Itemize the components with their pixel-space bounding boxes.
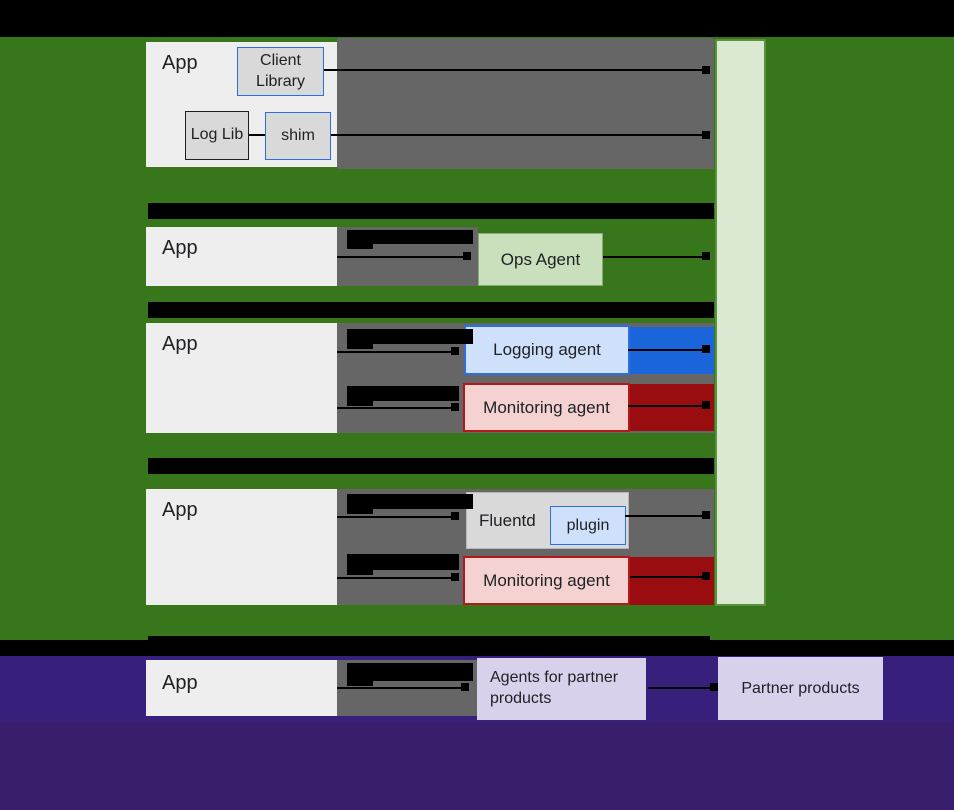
partner-agents-label: Agents for partner products: [490, 669, 619, 707]
arrow-head: [451, 573, 459, 581]
arrow-head: [702, 511, 710, 519]
arrow-head: [451, 403, 459, 411]
arrow-line: [324, 69, 704, 71]
plugin-box: plugin: [550, 506, 626, 545]
arrow-head: [463, 252, 471, 260]
log-lib-label: Log Lib: [190, 126, 244, 144]
edge-label-redacted: [347, 386, 459, 401]
section3-heading-redacted: [148, 302, 714, 318]
arrow-head: [702, 345, 710, 353]
fluentd-box: Fluentd plugin: [466, 492, 629, 549]
section2-app-label: App: [162, 237, 198, 259]
partner-agents-box: Agents for partner products: [477, 658, 646, 720]
arrow-head: [461, 683, 469, 691]
edge-label-redacted: [347, 554, 459, 570]
edge-label-redacted: [347, 681, 373, 686]
arrow-line: [648, 687, 712, 689]
section3-app-label: App: [162, 333, 198, 355]
section4-app-box: App: [146, 489, 337, 605]
shim-box: shim: [265, 112, 331, 160]
arrow-head: [710, 683, 718, 691]
partner-products-label: Partner products: [741, 679, 860, 697]
partner-products-box: Partner products: [718, 657, 883, 720]
edge-label-redacted: [347, 244, 373, 249]
edge-label-redacted: [347, 663, 473, 681]
edge-label-redacted: [347, 344, 373, 349]
section1-app-label: App: [162, 52, 198, 74]
arrow-line: [331, 134, 704, 136]
arrow-head: [702, 252, 710, 260]
logging-agent-label: Logging agent: [493, 340, 601, 360]
ops-agent-box: Ops Agent: [478, 233, 603, 286]
plugin-label: plugin: [566, 516, 610, 534]
partner-app-box: App: [146, 660, 337, 716]
arrow-line: [630, 576, 704, 578]
edge-label-redacted: [347, 230, 473, 244]
edge-label-redacted: [347, 494, 473, 509]
section3-app-box: App: [146, 323, 337, 433]
section2-heading-redacted: [148, 203, 714, 219]
client-library-label: Client Library: [256, 52, 305, 90]
edge-label-redacted: [347, 401, 373, 406]
logging-agent-box: Logging agent: [464, 325, 630, 375]
monitoring-agent-box-2: Monitoring agent: [463, 556, 630, 605]
arrow-line: [337, 407, 455, 409]
edge-label-redacted: [347, 509, 373, 514]
section4-app-label: App: [162, 499, 198, 521]
cloud-destination-bar: [715, 39, 766, 606]
arrow-head: [702, 66, 710, 74]
arrow-line: [337, 516, 455, 518]
section4-heading-redacted: [148, 458, 714, 474]
ops-agent-label: Ops Agent: [500, 249, 581, 269]
monitoring-agent-label-2: Monitoring agent: [483, 570, 610, 590]
fluentd-label: Fluentd: [479, 511, 536, 530]
client-library-box: Client Library: [237, 47, 324, 96]
arrow-line: [337, 687, 465, 689]
arrow-line: [337, 256, 465, 258]
arrow-line: [628, 405, 704, 407]
monitoring-route-bar: [630, 384, 714, 431]
partner-app-label: App: [162, 672, 198, 694]
arrow-line: [337, 577, 455, 579]
arrow-line: [603, 256, 703, 258]
arrow-head: [451, 347, 459, 355]
partner-heading-redacted: [148, 636, 710, 642]
partner-region-lower: [0, 722, 954, 810]
title-band-redacted: [0, 0, 954, 37]
arrow-line: [337, 351, 455, 353]
shim-label: shim: [281, 126, 315, 144]
arrow-head: [702, 131, 710, 139]
monitoring-agent-label: Monitoring agent: [483, 397, 610, 417]
monitoring-agent-box: Monitoring agent: [463, 383, 630, 432]
edge-label-redacted: [347, 570, 373, 575]
section2-app-box: App: [146, 227, 337, 286]
arrow-head: [702, 401, 710, 409]
section1-vm-panel: [337, 38, 714, 169]
arrow-line: [625, 515, 704, 517]
arrow-line: [628, 349, 704, 351]
arrow-head: [702, 572, 710, 580]
loglib-shim-connector: [249, 134, 265, 136]
edge-label-redacted: [347, 329, 473, 344]
log-lib-box: Log Lib: [185, 111, 249, 160]
arrow-head: [451, 512, 459, 520]
monitoring-route-bar-2: [630, 557, 714, 605]
